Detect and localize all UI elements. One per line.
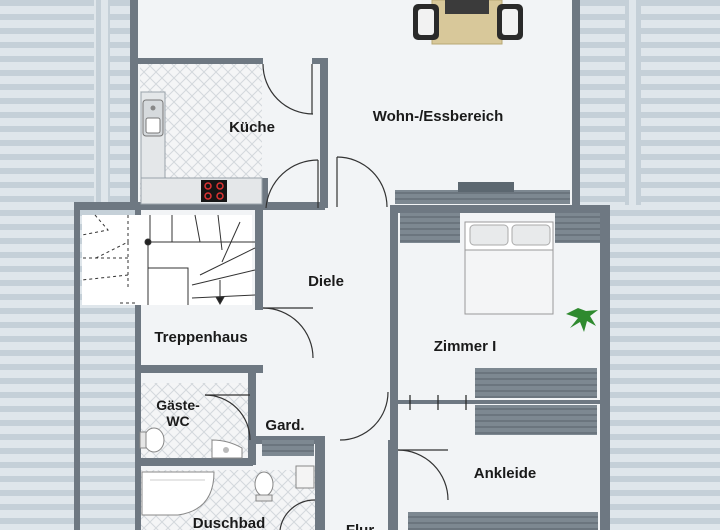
roof-slope-right: [578, 0, 720, 530]
room-label-wardrobe: Gard.: [265, 417, 304, 434]
room-label-hall: Diele: [308, 273, 344, 290]
room-label-living: Wohn-/Essbereich: [373, 108, 504, 125]
cooktop-icon: [201, 180, 227, 202]
staircase: [81, 214, 256, 306]
walls: [74, 0, 610, 530]
sliding-door-marks: [409, 395, 467, 410]
dressing-cabinet: [408, 368, 598, 530]
dining-table: [413, 0, 523, 45]
shower-tray: [141, 471, 215, 516]
sink-icon: [142, 99, 164, 137]
bedroom-wardrobe: [400, 213, 600, 243]
plant-icon: [566, 308, 598, 332]
room-label-guest-wc-2: WC: [166, 413, 189, 429]
dormer-window-left: [94, 0, 110, 205]
room-label-guest-wc-1: Gäste-: [156, 397, 200, 413]
room-label-dressing: Ankleide: [474, 465, 537, 482]
double-bed: [464, 221, 554, 315]
toilet-icon: [139, 427, 165, 453]
bath-cabinet: [295, 465, 315, 489]
wc-basin: [211, 439, 243, 459]
room-label-kitchen: Küche: [229, 119, 275, 136]
roof-slope-left: [0, 0, 135, 530]
doors: [204, 63, 449, 530]
sideboard: [395, 182, 570, 204]
room-label-bedroom: Zimmer I: [434, 338, 497, 355]
wardrobe-rail: [262, 440, 314, 456]
room-label-stairwell: Treppenhaus: [154, 329, 247, 346]
bath-toilet-icon: [254, 471, 274, 502]
dormer-window-right: [625, 0, 641, 205]
room-label-shower-bath: Duschbad: [193, 515, 266, 530]
room-label-corridor: Flur: [346, 522, 374, 530]
